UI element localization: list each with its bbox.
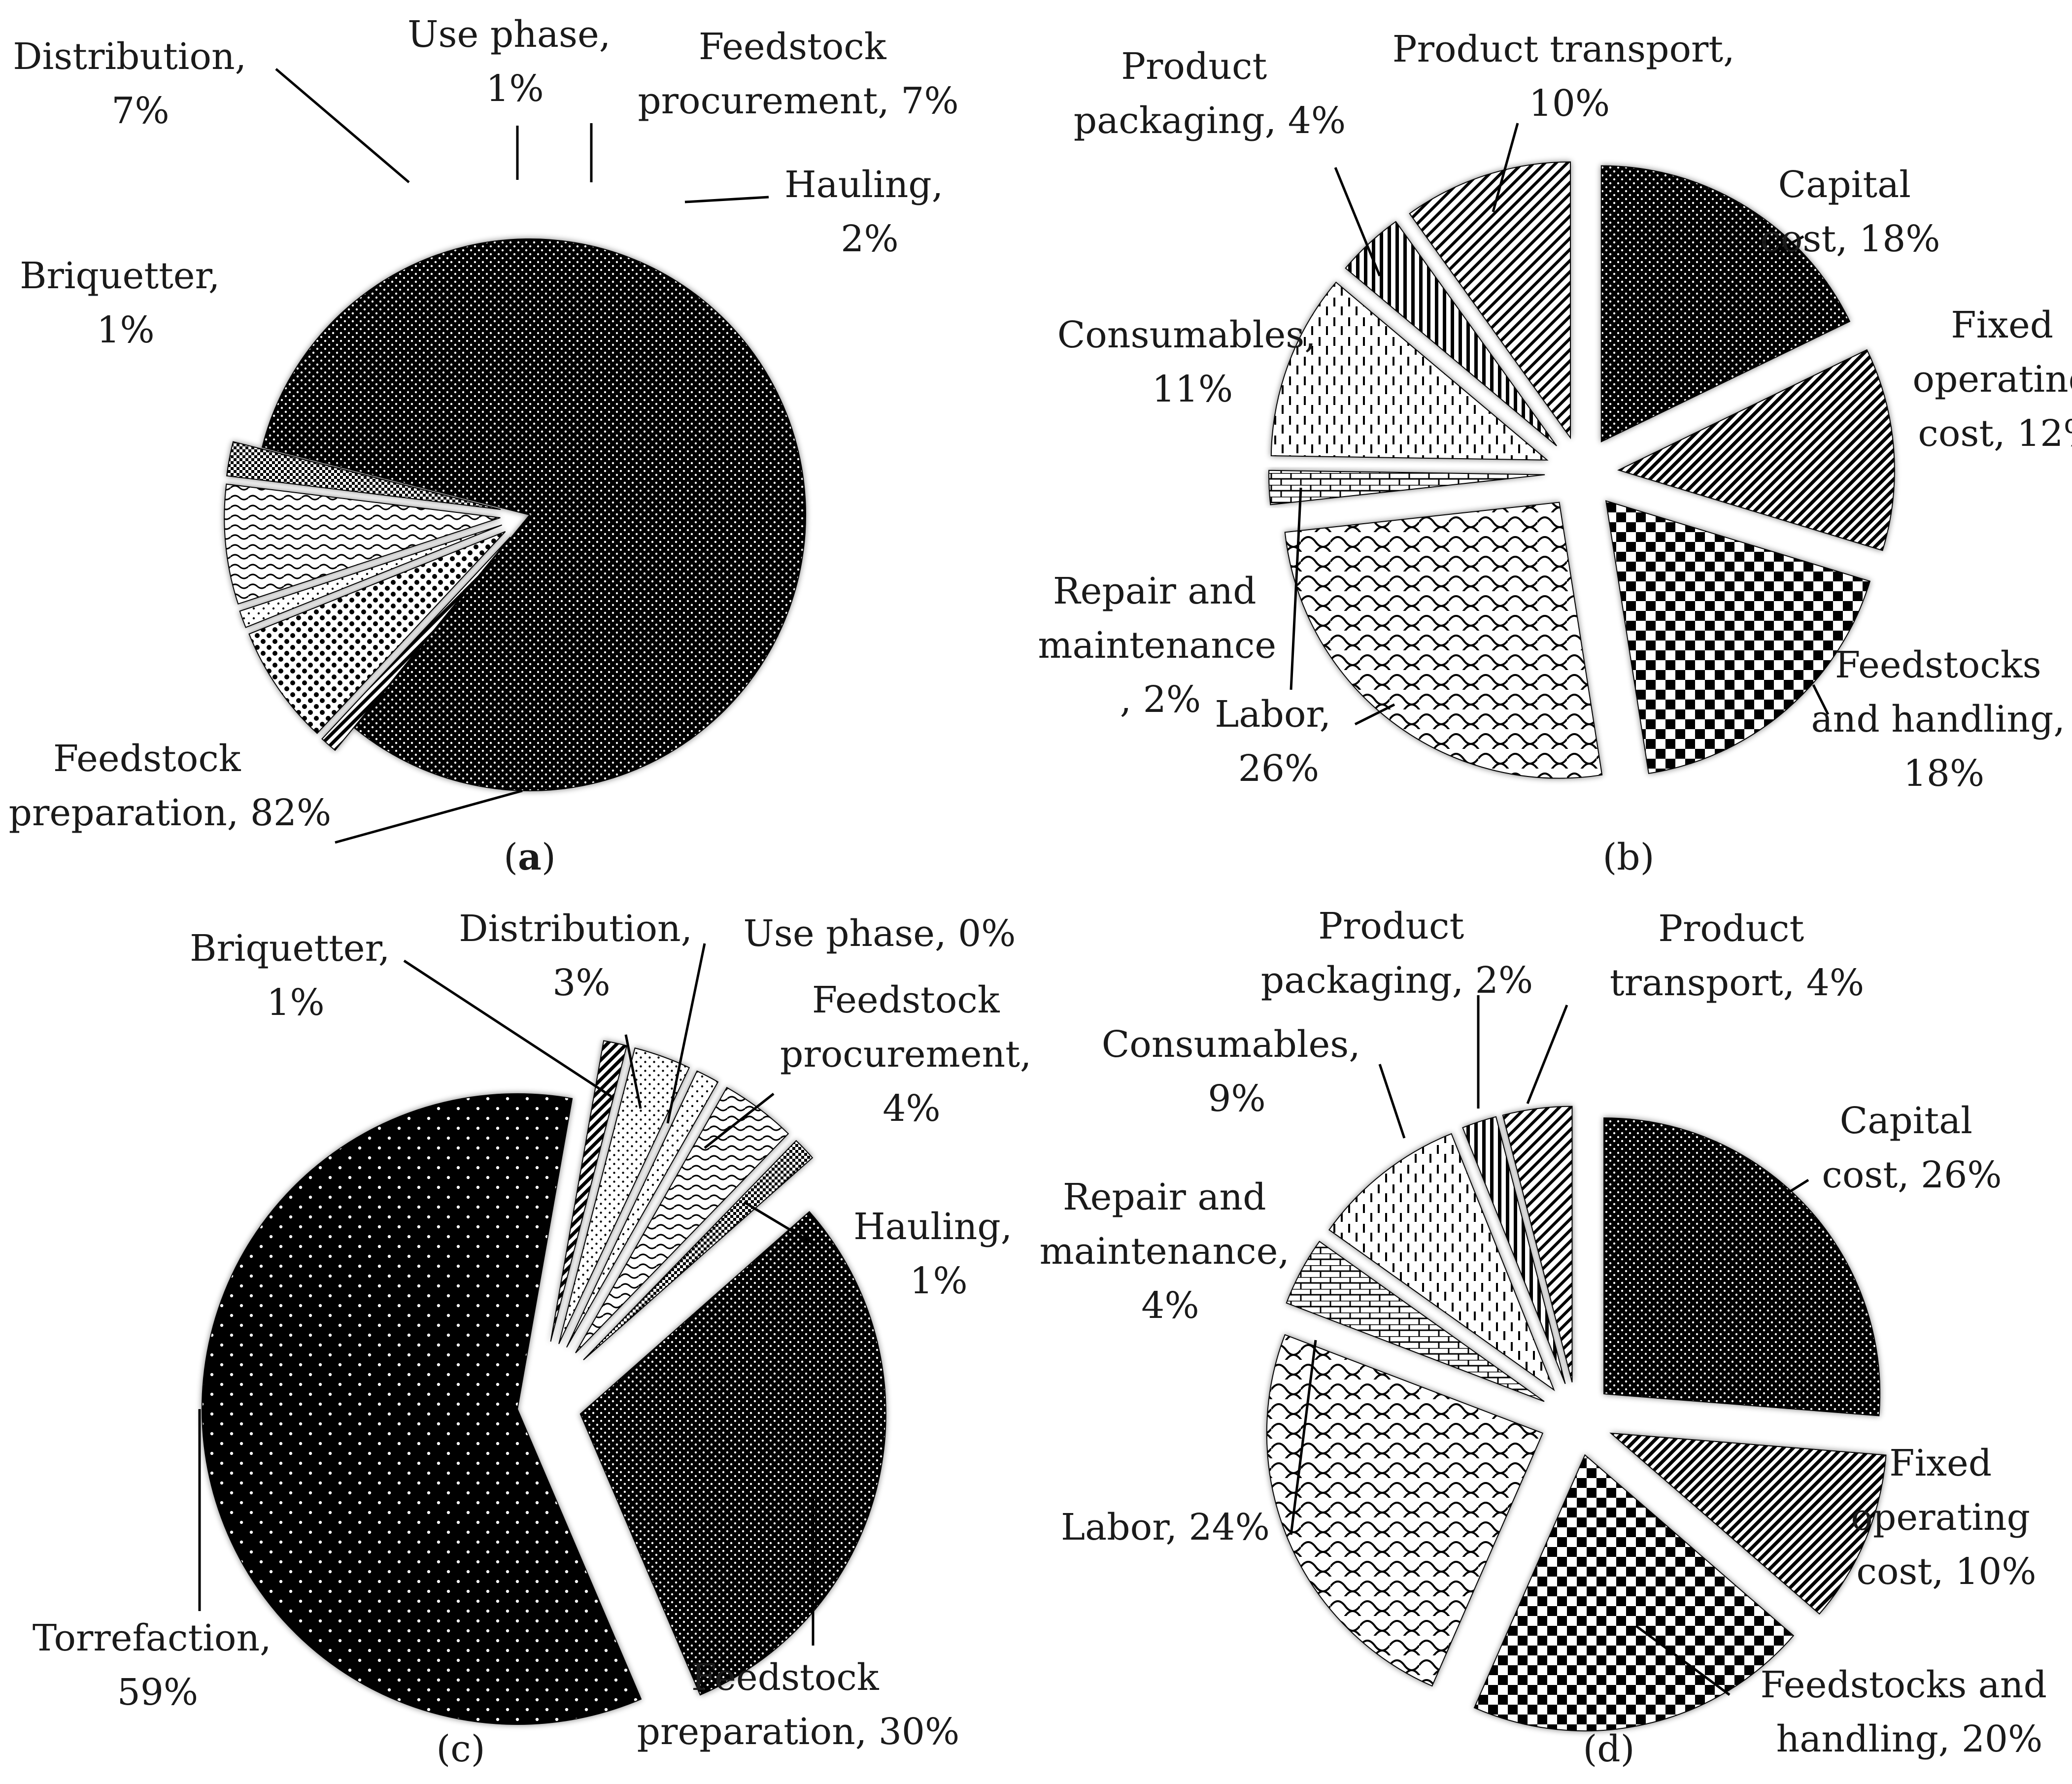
- pie-c-label-use-phase: Use phase, 0%: [743, 912, 1016, 955]
- pie-b-label-product-packaging: Product packaging, 4%: [1074, 45, 1346, 142]
- pie-c-label-distribution: Distribution, 3%: [459, 908, 704, 1004]
- panel-label-a: (a): [504, 836, 556, 878]
- pie-d-label-feedstocks-and-handling: Feedstocks and handling, 20%: [1761, 1664, 2059, 1760]
- pie-c-label-hauling: Hauling, 1%: [853, 1206, 1024, 1302]
- pie-d-label-product-packaging: Product packaging, 2%: [1261, 905, 1533, 1002]
- pie-b-slice-consumables: [1270, 281, 1549, 461]
- pie-d-leader-capital-cost: [1788, 1178, 1809, 1194]
- pie-c-slice-feedstock-procurement: [575, 1087, 789, 1353]
- pie-a-leader-feedstock-preparation: [335, 789, 523, 844]
- pie-d-slice-fixed-operating-cost: [1609, 1432, 1887, 1615]
- pie-d-slice-repair-and-maintenance: [1286, 1241, 1545, 1402]
- pie-b-slice-product-packaging: [1345, 221, 1557, 446]
- pie-b-leader-labor: [1354, 703, 1395, 726]
- pie-c-slice-feedstock-preparation: [579, 1211, 886, 1696]
- pie-d-slice-capital-cost: [1603, 1117, 1881, 1416]
- pie-b-label-repair-and-maintenance: Repair and maintenance , 2%: [1038, 570, 1288, 721]
- pie-b-label-product-transport: Product transport, 10%: [1393, 28, 1746, 125]
- pie-d-slice-product-transport: [1502, 1106, 1573, 1382]
- pie-b-label-consumables: Consumables, 11%: [1057, 314, 1328, 410]
- pie-c-leader-lines: [198, 943, 819, 1646]
- pie-c-slice-use-phase: [566, 1070, 719, 1348]
- pie-c-leader-hauling: [743, 1201, 819, 1248]
- pie-d-slice-feedstocks-and-handling: [1473, 1454, 1795, 1732]
- pie-c-leader-briquetter: [403, 959, 612, 1098]
- pie-c-slice-briquetter: [550, 1040, 628, 1342]
- pie-b-leader-feedstocks-and-handling: [1812, 684, 1830, 715]
- pie-chart-b: Capital cost, 18% Fixed operating cost, …: [1038, 28, 2072, 878]
- pie-a-label-distribution: Distribution, 7%: [13, 35, 258, 132]
- pie-d-leader-lines: [1290, 995, 1809, 1696]
- pie-b-slice-fixed-operating-cost: [1617, 349, 1895, 551]
- pie-b-label-fixed-operating-cost: Fixed operating cost, 12%: [1912, 304, 2072, 455]
- pie-a-slice-hauling: [226, 441, 501, 510]
- pie-b-slice-labor: [1284, 502, 1603, 779]
- panel-label-c: (c): [436, 1728, 485, 1770]
- pie-d-label-product-transport: Product transport, 4%: [1610, 908, 1864, 1004]
- pie-b-label-labor: Labor, 26%: [1215, 693, 1342, 790]
- pie-a-slice-distribution: [248, 531, 506, 734]
- pie-b-slices: [1268, 161, 1895, 779]
- pie-b-label-capital-cost: Capital cost, 18%: [1760, 164, 1940, 260]
- pie-d-slice-product-packaging: [1462, 1116, 1566, 1384]
- pie-b-leader-product-packaging: [1334, 167, 1381, 276]
- pie-c-label-briquetter: Briquetter, 1%: [190, 927, 402, 1024]
- pie-d-leader-consumables: [1378, 1064, 1406, 1139]
- pie-chart-d: Capital cost, 26% Fixed operating cost, …: [1040, 905, 2059, 1770]
- pie-c-label-feedstock-procurement: Feedstock procurement, 4%: [780, 979, 1043, 1130]
- pie-d-leader-feedstocks-and-handling: [1635, 1624, 1731, 1696]
- pie-b-leader-capital-cost: [1775, 235, 1804, 253]
- pie-a-label-feedstock-preparation: Feedstock preparation, 82%: [9, 738, 332, 834]
- pie-b-slice-repair-and-maintenance: [1268, 470, 1545, 505]
- pie-c-slices: [202, 1040, 886, 1725]
- pie-a-leader-lines: [275, 68, 769, 844]
- panel-label-d: (d): [1583, 1728, 1634, 1770]
- pie-chart-a: Distribution, 7% Use phase, 1% Feedstock…: [9, 13, 959, 878]
- pie-c-slice-distribution: [558, 1047, 690, 1345]
- pie-a-label-briquetter: Briquetter, 1%: [20, 255, 232, 351]
- pie-d-label-capital-cost: Capital cost, 26%: [1822, 1100, 2002, 1196]
- pie-a-leader-hauling: [684, 196, 769, 203]
- panel-label-b: (b): [1602, 836, 1654, 878]
- pie-b-slice-product-transport: [1409, 161, 1571, 439]
- pie-a-slice-feedstock-procurement: [224, 483, 501, 605]
- pie-a-slice-use-phase: [239, 524, 502, 628]
- pie-chart-c: Briquetter, 1% Distribution, 3% Use phas…: [33, 908, 1043, 1770]
- pie-d-leader-product-transport: [1526, 1005, 1568, 1104]
- pie-a-label-feedstock-procurement: Feedstock procurement, 7%: [638, 26, 958, 122]
- pie-c-label-feedstock-preparation: Feedstock preparation, 30%: [637, 1656, 960, 1753]
- pie-b-slice-capital-cost: [1600, 165, 1851, 443]
- pie-c-slice-torrefaction: [202, 1093, 642, 1725]
- pie-a-label-use-phase: Use phase, 1%: [408, 13, 622, 110]
- pie-a-slice-briquetter: [321, 537, 511, 751]
- pie-a-slices: [224, 238, 806, 791]
- pie-c-leader-use-phase: [666, 943, 706, 1124]
- pie-d-label-fixed-operating-cost: Fixed operating cost, 10%: [1851, 1442, 2041, 1593]
- pie-c-label-torrefaction: Torrefaction, 59%: [33, 1617, 283, 1714]
- pie-d-slice-labor: [1266, 1334, 1544, 1687]
- pie-d-label-consumables: Consumables, 9%: [1102, 1023, 1372, 1120]
- pie-a-leader-distribution: [275, 68, 410, 183]
- pie-b-leader-repair-and-maintenance: [1290, 487, 1302, 690]
- pie-d-label-repair-and-maintenance: Repair and maintenance, 4%: [1040, 1176, 1301, 1327]
- pie-d-slices: [1266, 1106, 1887, 1732]
- pie-b-slice-feedstocks-and-handling: [1605, 500, 1871, 774]
- pie-b-leader-product-transport: [1492, 123, 1519, 212]
- pie-b-label-feedstocks-and-handling: Feedstocks and handling, 18%: [1811, 644, 2072, 795]
- pie-d-leader-labor: [1290, 1340, 1317, 1535]
- pie-d-label-labor: Labor, 24%: [1061, 1506, 1270, 1548]
- pie-c-leader-distribution: [624, 1034, 642, 1109]
- pie-c-leader-feedstock-procurement: [704, 1093, 775, 1149]
- pie-a-label-hauling: Hauling, 2%: [784, 164, 955, 260]
- pie-b-leader-lines: [1290, 123, 1830, 726]
- pie-d-slice-consumables: [1328, 1133, 1555, 1391]
- pie-a-slice-feedstock-preparation: [261, 238, 806, 791]
- pie-c-slice-hauling: [583, 1140, 814, 1361]
